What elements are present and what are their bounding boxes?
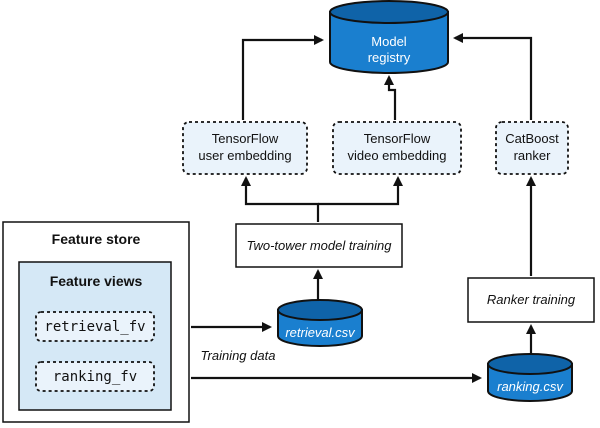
arrow-two-tower-to-tf-video xyxy=(318,176,403,206)
feature-view-retrieval: retrieval_fv xyxy=(35,311,155,342)
ranking-csv-cylinder: ranking.csv xyxy=(487,353,573,402)
retrieval-csv-cylinder: retrieval.csv xyxy=(277,299,363,347)
feature-view-retrieval-label: retrieval_fv xyxy=(44,319,145,335)
arrow-tf-user-to-registry xyxy=(241,35,324,120)
tf-user-embedding-box: TensorFlow user embedding xyxy=(182,121,308,175)
model-registry-label-1: Model xyxy=(371,34,407,49)
feature-views-title: Feature views xyxy=(50,273,143,289)
two-tower-training-box: Two-tower model training xyxy=(235,223,403,268)
ranking-csv-label: ranking.csv xyxy=(497,379,564,394)
arrow-tf-video-to-registry xyxy=(384,75,397,120)
arrow-catboost-to-registry xyxy=(453,33,533,120)
feature-store-title: Feature store xyxy=(52,231,141,247)
model-registry: Model registry xyxy=(329,0,449,74)
tf-user-label-1: TensorFlow xyxy=(212,131,279,146)
catboost-label-1: CatBoost xyxy=(505,131,559,146)
tf-video-label-2: video embedding xyxy=(347,148,446,163)
feature-view-ranking: ranking_fv xyxy=(35,361,155,392)
tf-video-label-1: TensorFlow xyxy=(364,131,431,146)
two-tower-label: Two-tower model training xyxy=(247,238,393,253)
tf-video-embedding-box: TensorFlow video embedding xyxy=(332,121,462,175)
connectors xyxy=(191,33,536,383)
retrieval-csv-label: retrieval.csv xyxy=(285,325,356,340)
ranker-training-label: Ranker training xyxy=(487,292,576,307)
catboost-ranker-box: CatBoost ranker xyxy=(495,121,569,175)
catboost-label-2: ranker xyxy=(514,148,552,163)
model-registry-label-2: registry xyxy=(368,50,411,65)
feature-views-panel: Feature views retrieval_fv ranking_fv xyxy=(18,261,172,411)
ranker-training-box: Ranker training xyxy=(467,277,595,323)
training-data-label: Training data xyxy=(201,348,276,363)
arrow-two-tower-to-tf-user xyxy=(241,176,320,222)
feature-view-ranking-label: ranking_fv xyxy=(53,369,137,385)
feature-store: Feature store Feature views retrieval_fv… xyxy=(2,221,190,423)
tf-user-label-2: user embedding xyxy=(198,148,291,163)
